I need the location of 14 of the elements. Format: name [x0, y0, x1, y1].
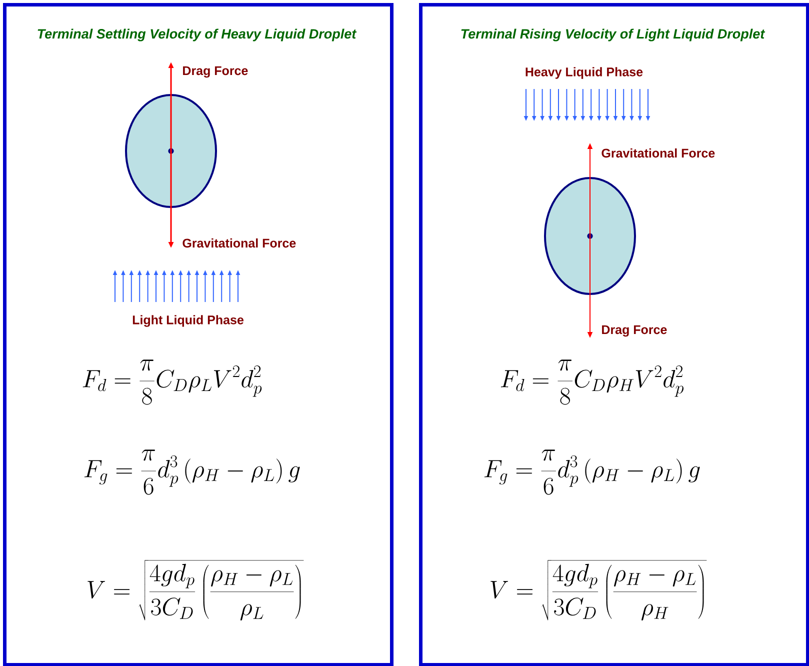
force-label: Gravitational Force [182, 238, 296, 248]
equation: $F_g = \frac{\pi}{6} d_p^3 \left(\rho_H - \rho_L\right) g$ [84, 450, 300, 495]
equation: $F_d = \frac{\pi}{8} C_D \rho_H V^2 d_p^2$ [500, 360, 684, 405]
droplet [544, 177, 636, 295]
equation: $F_g = \frac{\pi}{6} d_p^3 \left(\rho_H - \rho_L\right) g$ [484, 450, 700, 495]
equation: $V = \sqrt{\frac{4 g d_p}{3 C_D} \left(\frac{\rho_H - \rho_L}{\rho_L}\right)}$ [88, 560, 304, 620]
equation: $V = \sqrt{\frac{4 g d_p}{3 C_D} \left(\frac{\rho_H - \rho_L}{\rho_H}\right)}$ [490, 560, 707, 620]
phase-label: Light Liquid Phase [132, 315, 244, 327]
force-label: Gravitational Force [602, 148, 715, 158]
force-label: Drag Force [602, 325, 667, 337]
droplet [125, 94, 217, 208]
equation: $F_d = \frac{\pi}{8} C_D \rho_L V^2 d_p^2$ [82, 360, 262, 405]
phase-label: Heavy Liquid Phase [526, 67, 643, 79]
force-label: Drag Force [183, 66, 248, 78]
